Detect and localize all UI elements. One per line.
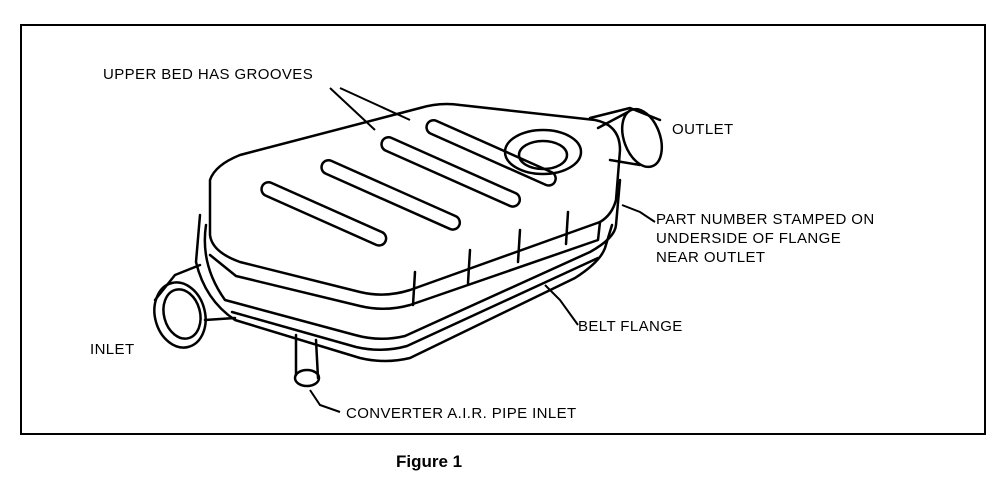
leader-air-pipe: [309, 389, 341, 413]
label-part-number-line3: NEAR OUTLET: [656, 249, 766, 266]
groove-4: [425, 118, 557, 187]
groove-3: [380, 135, 522, 208]
leader-upper-bed-2: [339, 87, 411, 121]
label-part-number-line2: UNDERSIDE OF FLANGE: [656, 230, 842, 247]
label-upper-bed: UPPER BED HAS GROOVES: [103, 66, 314, 83]
label-inlet: INLET: [90, 341, 135, 358]
leader-part-number: [621, 204, 656, 223]
label-air-pipe: CONVERTER A.I.R. PIPE INLET: [346, 405, 577, 422]
belt-flange: [203, 178, 622, 340]
label-outlet: OUTLET: [672, 121, 734, 138]
figure-caption: Figure 1: [396, 452, 463, 471]
converter-upper-bed: [208, 102, 622, 296]
leader-upper-bed-1: [329, 87, 376, 131]
air-pipe: [294, 333, 320, 380]
groove-1: [260, 180, 388, 247]
leader-belt-flange: [544, 284, 579, 326]
figure-frame: [20, 24, 986, 435]
converter-lower-shell: [194, 213, 614, 363]
inlet-pipe: [153, 263, 202, 302]
label-belt-flange: BELT FLANGE: [578, 318, 683, 335]
outlet-boss: [503, 128, 583, 176]
label-part-number-line1: PART NUMBER STAMPED ON: [656, 211, 875, 228]
groove-2: [320, 158, 462, 231]
